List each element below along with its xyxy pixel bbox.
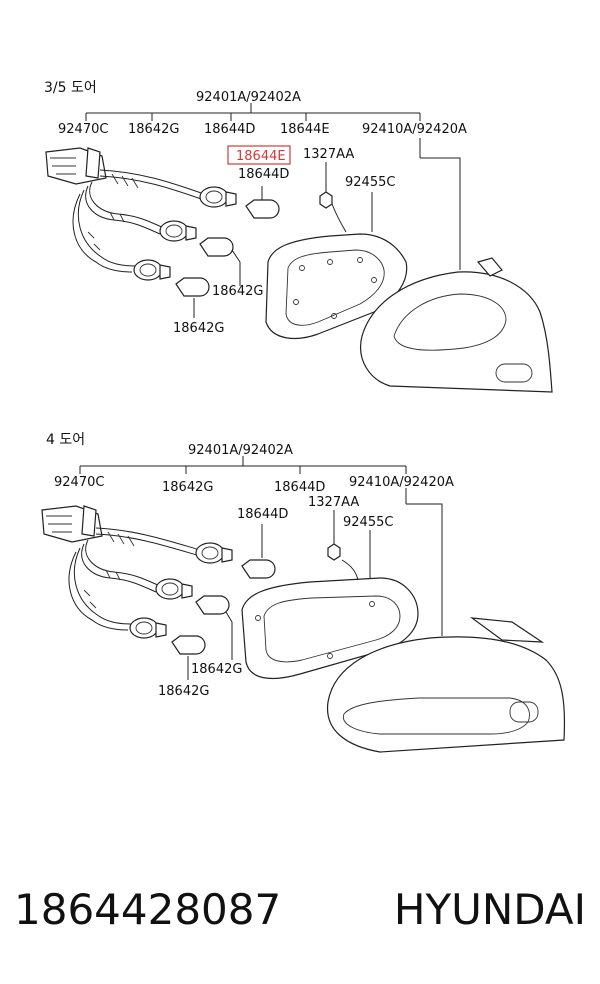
bottom-bulb-g-label: 18642G <box>162 480 213 495</box>
bottom-bulb-2 <box>195 595 230 615</box>
top-lamp-housing <box>360 138 553 393</box>
top-bracket-ticks <box>85 103 421 121</box>
top-wiring-label: 92470C <box>58 122 108 137</box>
bottom-wiring-label: 92470C <box>54 475 104 490</box>
top-bulb-g2-label: 18642G <box>212 284 263 299</box>
top-socket-1 <box>199 186 237 208</box>
bottom-socket-2 <box>155 578 193 600</box>
top-gasket <box>265 192 408 340</box>
top-bulb-1 <box>245 199 280 219</box>
bottom-bulb-g2-label: 18642G <box>191 662 242 677</box>
bottom-bulb-d-label: 18644D <box>274 480 325 495</box>
bottom-bracket-ticks <box>79 456 407 474</box>
top-bulb-d-label: 18644D <box>204 122 255 137</box>
top-bulb-2 <box>199 237 234 257</box>
top-assembly-label: 92401A/92402A <box>196 90 301 105</box>
bottom-socket-1 <box>195 542 233 564</box>
top-highlight-label: 18644E <box>236 149 286 164</box>
top-leader-lines <box>193 186 263 318</box>
bottom-bulb-3 <box>171 635 206 655</box>
top-socket-2 <box>159 220 197 242</box>
bottom-gasket <box>241 530 419 680</box>
bottom-section-label: 4 도어 <box>46 432 85 448</box>
top-diagram: 3/5 도어 92401A/92402A 92470C 18642G 18644… <box>44 80 553 393</box>
brand-name: HYUNDAI <box>393 884 586 934</box>
bottom-bulb-g3-label: 18642G <box>158 684 209 699</box>
bottom-bulb-d2-label: 18644D <box>237 507 288 522</box>
footer: 1864428087 HYUNDAI <box>14 878 586 940</box>
top-gasket-label: 92455C <box>345 175 395 190</box>
bottom-diagram: 4 도어 92401A/92402A 92470C 18642G 18644D … <box>41 432 566 753</box>
bottom-socket-3 <box>129 617 167 639</box>
top-bulb-g3-label: 18642G <box>173 321 224 336</box>
top-wiring-harness <box>45 147 205 273</box>
top-socket-3 <box>133 259 171 281</box>
top-highlight-box <box>227 145 291 165</box>
bottom-gasket-label: 92455C <box>343 515 393 530</box>
bottom-lamp-housing <box>326 488 566 753</box>
top-bulb-d2-label: 18644D <box>238 167 289 182</box>
top-bulb-g-label: 18642G <box>128 122 179 137</box>
bottom-leader-lines <box>187 524 263 680</box>
top-bulb-e-label: 18644E <box>280 122 330 137</box>
top-lamp-label: 92410A/92420A <box>362 122 467 137</box>
top-bulb-3 <box>175 277 210 297</box>
top-section-label: 3/5 도어 <box>44 80 97 96</box>
bottom-assembly-label: 92401A/92402A <box>188 443 293 458</box>
bottom-nut <box>327 510 341 561</box>
top-nut-label: 1327AA <box>303 147 354 162</box>
bottom-nut-label: 1327AA <box>308 495 359 510</box>
top-nut <box>319 162 333 209</box>
bottom-wiring-harness <box>41 505 201 631</box>
bottom-lamp-label: 92410A/92420A <box>349 475 454 490</box>
bottom-bulb-1 <box>241 559 276 579</box>
part-number: 1864428087 <box>14 884 282 934</box>
